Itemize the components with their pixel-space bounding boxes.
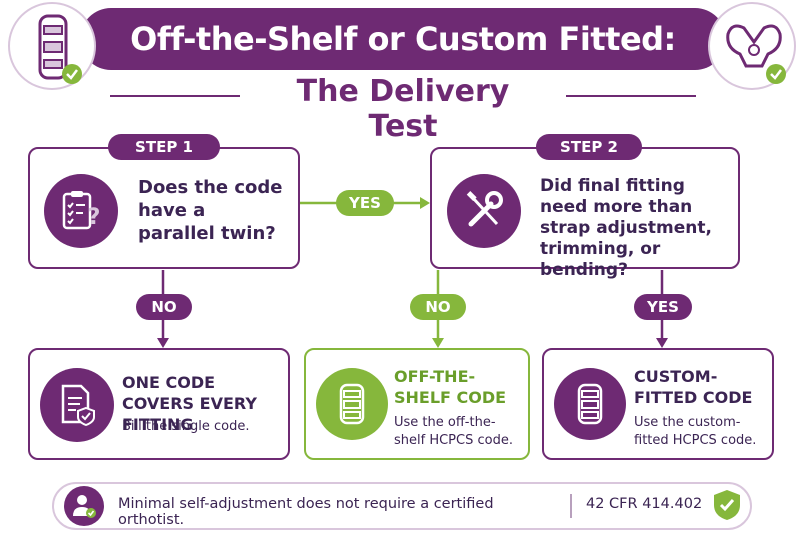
knee-brace-badge [8,2,96,90]
subtitle-rule-left [110,95,240,97]
yes-label-step2: YES [634,294,692,320]
step2-question: Did final fitting need more than strap a… [540,176,712,280]
outcome-off-the-shelf-box [304,348,530,460]
wrench-screwdriver-icon [466,191,503,227]
no-label-step2: NO [410,294,466,320]
shield-check-icon [714,490,740,520]
clipboard-question-icon: ? [62,191,101,230]
outcome-cf-title: CUSTOM-FITTED CODE [634,367,753,407]
knee-brace-icon [38,14,82,84]
step1-question: Does the code have a parallel twin? [138,177,283,244]
step2-icon-circle [447,174,521,248]
outcome-cf-text: Use the custom-fitted HCPCS code. [634,415,757,448]
footer-divider [570,494,572,518]
step2-label: STEP 2 [536,134,642,160]
knee-brace-icon [577,383,603,425]
outcome-ots-icon-circle [316,368,388,440]
svg-text:?: ? [88,205,101,230]
person-check-icon [73,495,96,518]
outcome-one-icon-circle [40,368,114,442]
outcome-one-text: Bill the single code. [122,419,250,434]
footer-citation: 42 CFR 414.402 [586,496,703,512]
step1-icon-circle: ? [44,174,118,248]
outcome-ots-text: Use the off-the-shelf HCPCS code. [394,415,513,448]
yes-label-step1: YES [336,190,394,216]
footer-note: Minimal self-adjustment does not require… [118,496,494,528]
subtitle-rule-right [566,95,696,97]
no-label-step1: NO [136,294,192,320]
pelvis-icon [726,24,786,84]
outcome-cf-icon-circle [554,368,626,440]
outcome-ots-title: OFF-THE-SHELF CODE [394,367,507,407]
page-title: Off-the-Shelf or Custom Fitted: [130,20,676,58]
footer-note-bar [52,482,752,530]
outcome-one-title: ONE CODE COVERS EVERY FITTING [122,373,257,434]
knee-brace-icon [339,383,365,425]
pelvis-badge [708,2,796,90]
document-shield-icon [61,384,95,427]
title-banner: Off-the-Shelf or Custom Fitted: [80,8,726,70]
subtitle: The Delivery Test [296,74,510,144]
step1-label: STEP 1 [108,134,220,160]
footer-person-circle [64,486,104,526]
